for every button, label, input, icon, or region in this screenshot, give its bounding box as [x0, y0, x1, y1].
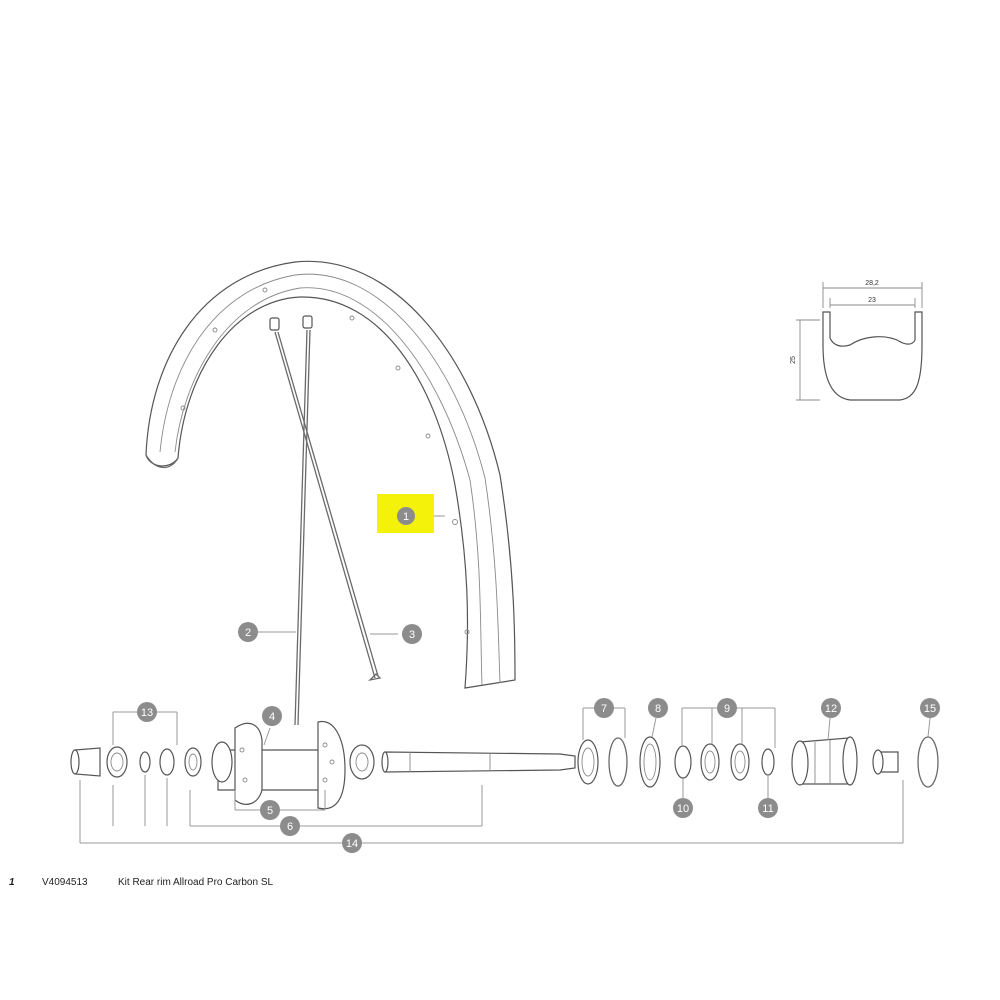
- svg-text:7: 7: [601, 703, 607, 715]
- callout-3[interactable]: 3: [402, 624, 422, 644]
- svg-text:1: 1: [403, 511, 409, 523]
- part-ref-number: 1: [9, 877, 15, 888]
- part-description: Kit Rear rim Allroad Pro Carbon SL: [118, 877, 274, 888]
- svg-text:10: 10: [677, 803, 689, 815]
- parts-list-row: 1 V4094513 Kit Rear rim Allroad Pro Carb…: [0, 877, 1000, 891]
- svg-text:13: 13: [141, 707, 153, 719]
- callout-2[interactable]: 2: [238, 622, 258, 642]
- callout-7[interactable]: 7: [594, 698, 614, 718]
- callout-14[interactable]: 14: [342, 833, 362, 853]
- callout-13[interactable]: 13: [137, 702, 157, 722]
- svg-text:2: 2: [245, 627, 251, 639]
- svg-text:14: 14: [346, 838, 358, 850]
- rim-drawing: [145, 260, 516, 689]
- spokes-drawing: [269, 315, 382, 726]
- callout-4[interactable]: 4: [262, 706, 282, 726]
- callout-9[interactable]: 9: [717, 698, 737, 718]
- callout-10[interactable]: 10: [673, 798, 693, 818]
- profile-height: 25: [790, 356, 797, 364]
- svg-text:15: 15: [924, 703, 936, 715]
- leader-lines: [79, 515, 931, 844]
- svg-text:5: 5: [267, 805, 273, 817]
- svg-text:8: 8: [655, 703, 661, 715]
- svg-text:6: 6: [287, 821, 293, 833]
- callout-15[interactable]: 15: [920, 698, 940, 718]
- svg-text:9: 9: [724, 703, 730, 715]
- svg-text:4: 4: [269, 711, 275, 723]
- profile-inner-width: 23: [868, 297, 876, 304]
- callout-6[interactable]: 6: [280, 816, 300, 836]
- callout-8[interactable]: 8: [648, 698, 668, 718]
- part-code: V4094513: [42, 877, 88, 888]
- rim-profile: 28,2 23 25: [790, 280, 923, 401]
- callout-12[interactable]: 12: [821, 698, 841, 718]
- svg-text:12: 12: [825, 703, 837, 715]
- callout-1[interactable]: 1: [397, 507, 415, 525]
- profile-outer-width: 28,2: [865, 280, 879, 287]
- svg-text:3: 3: [409, 629, 415, 641]
- hub-assembly-drawing: [70, 721, 939, 810]
- callout-11[interactable]: 11: [758, 798, 778, 818]
- callout-5[interactable]: 5: [260, 800, 280, 820]
- svg-text:11: 11: [762, 803, 773, 815]
